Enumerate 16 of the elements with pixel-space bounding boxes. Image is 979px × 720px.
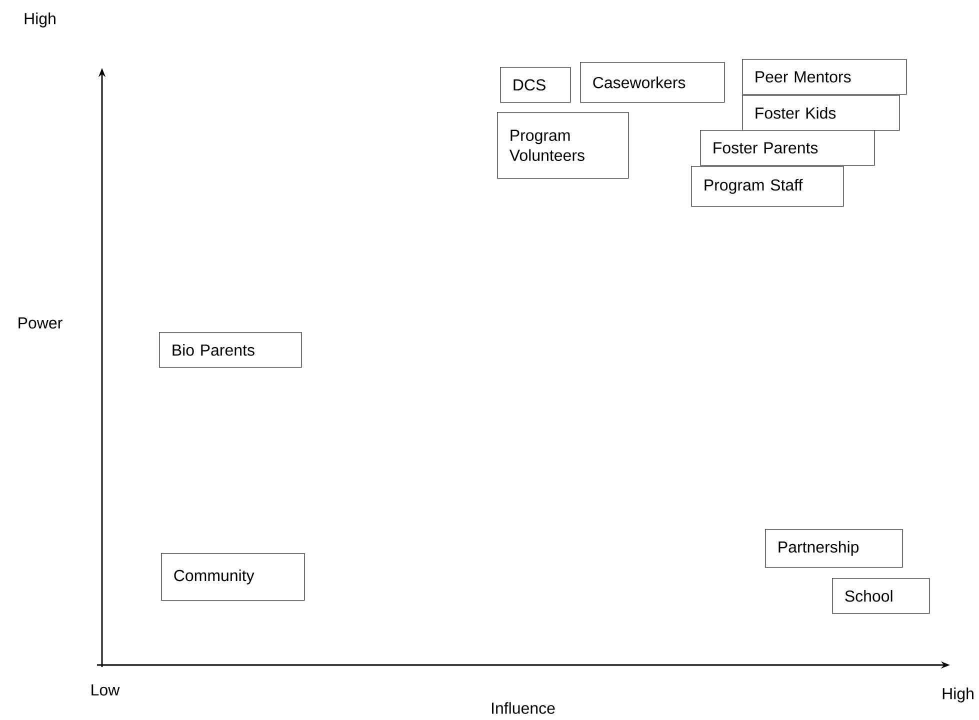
stakeholder-box: Community — [161, 553, 305, 601]
stakeholder-box: School — [832, 578, 930, 614]
stakeholder-box: Peer Mentors — [742, 59, 907, 95]
axis-label: High — [24, 12, 56, 28]
stakeholder-box: Program Volunteers — [497, 112, 629, 179]
stakeholder-box: DCS — [500, 67, 571, 103]
stakeholder-box: Foster Kids — [742, 95, 900, 131]
stakeholder-box: Program Staff — [691, 166, 844, 207]
axis-label: Influence — [492, 702, 555, 714]
stakeholder-box: Partnership — [765, 529, 903, 568]
stakeholder-box: Foster Parents — [700, 130, 875, 166]
stakeholder-box: Caseworkers — [580, 62, 725, 103]
stakeholder-box: Bio Parents — [159, 332, 302, 368]
axis-label: High — [942, 688, 974, 702]
axis-label: Power — [18, 317, 62, 329]
axis-label: Low — [92, 684, 120, 696]
